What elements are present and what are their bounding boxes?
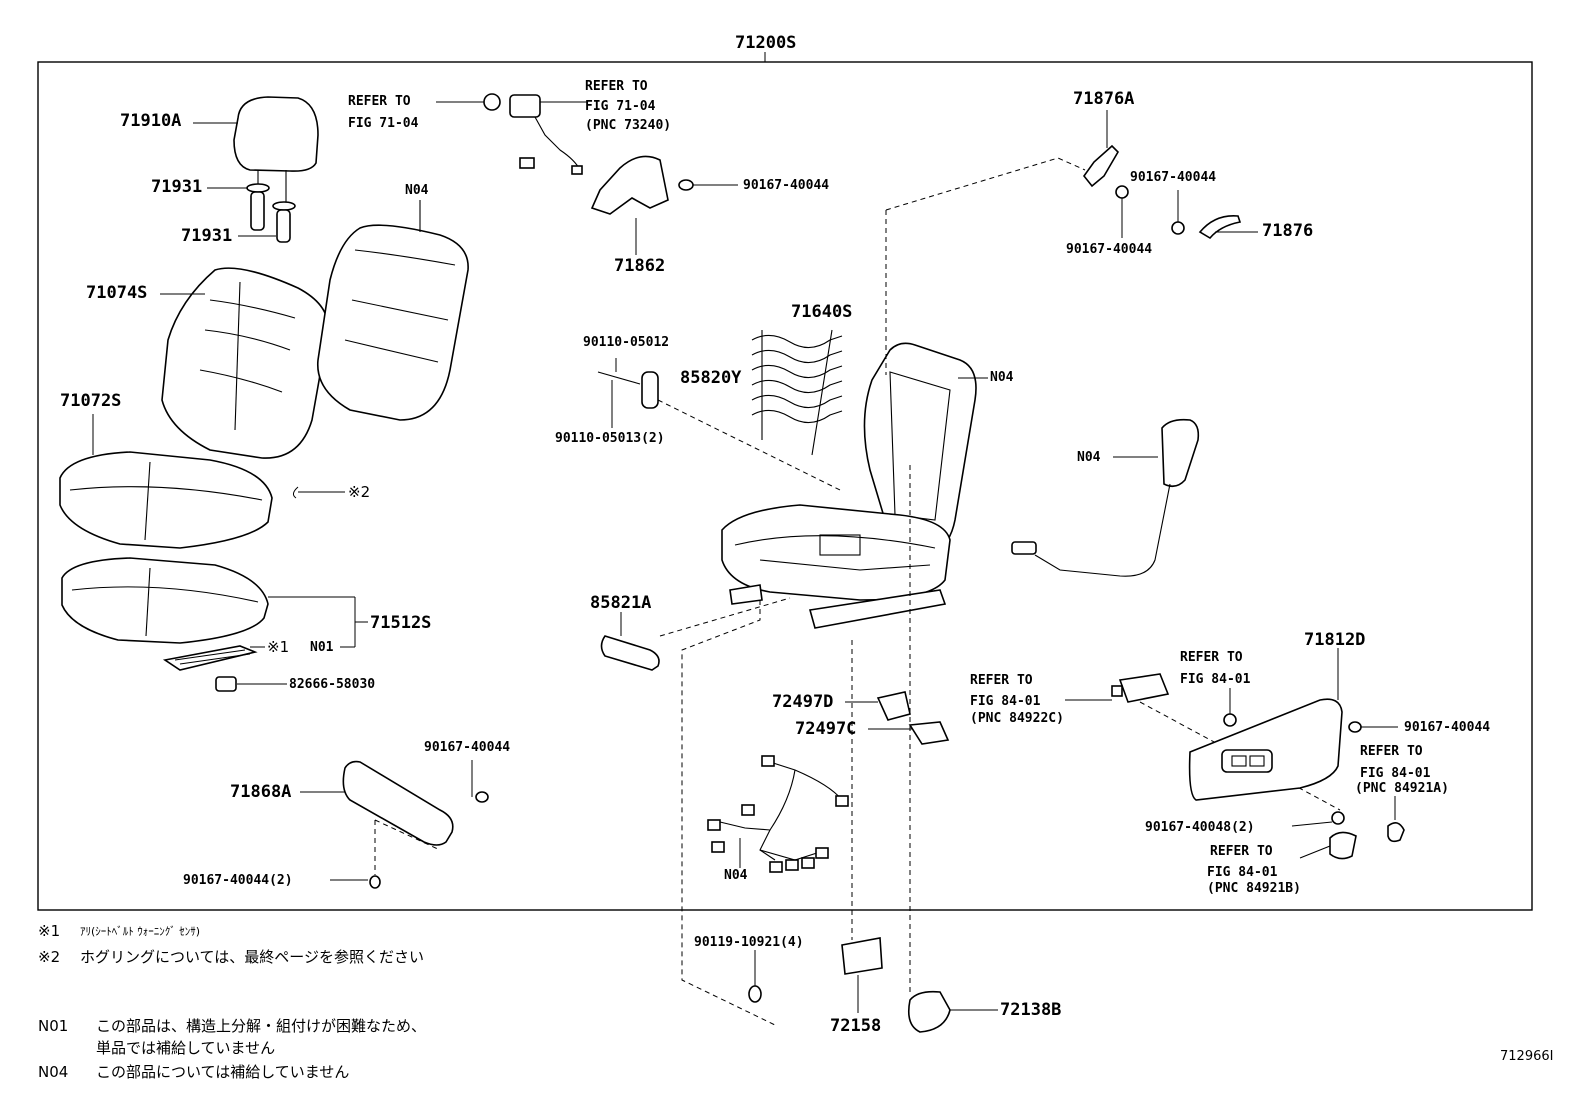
part-label-72497D: 72497D — [772, 692, 834, 712]
pnc-ref-84921A: (PNC 84921A) — [1355, 781, 1449, 796]
refer-to-label-6: REFER TO — [1210, 844, 1273, 859]
part-label-90119-10921: 90119-10921(4) — [694, 935, 804, 950]
switch-bracket-shape — [1111, 673, 1170, 703]
n04-text: この部品については補給していません — [96, 1063, 350, 1081]
part-72138B-shape — [907, 990, 951, 1033]
bracket-71862-shape — [590, 155, 738, 255]
cushion-cover-shape — [59, 451, 273, 549]
pnc-ref-84921B: (PNC 84921B) — [1207, 881, 1301, 896]
part-label-90167-40044-71868: 90167-40044 — [424, 740, 511, 755]
part-label-n04-back: N04 — [405, 183, 429, 198]
assembly-frame — [37, 61, 1533, 911]
part-label-71812D: 71812D — [1304, 630, 1366, 650]
part-label-71868A: 71868A — [230, 782, 292, 802]
sensor-mark: ※1 — [267, 638, 290, 656]
part-label-85821A: 85821A — [590, 593, 652, 613]
bracket-71876A-shape — [1082, 110, 1129, 238]
seatback-cover-shape — [161, 267, 329, 459]
part-label-90167-40044-71862: 90167-40044 — [743, 178, 830, 193]
n01-line2: 単品では補給していません — [96, 1039, 276, 1057]
note1-text: ｱﾘ(ｼｰﾄﾍﾞﾙﾄ ｳｫｰﾆﾝｸﾞ ｾﾝｻ) — [80, 925, 201, 938]
side-airbag-shape — [1011, 418, 1200, 577]
cushion-pad-shape — [61, 557, 269, 644]
part-label-90167-40044-71812: 90167-40044 — [1404, 720, 1491, 735]
note1-mark: ※1 — [38, 922, 61, 940]
wire-harness-shape — [707, 755, 849, 873]
part-label-82666-58030: 82666-58030 — [289, 677, 376, 692]
side-cover-shape — [342, 760, 454, 846]
part-label-90167-40044-b: 90167-40044 — [1066, 242, 1153, 257]
headrest-support-shapes — [246, 183, 296, 243]
part-label-n04-frame: N04 — [990, 370, 1014, 385]
fig-ref-84-01-c: FIG 84-01 — [1360, 766, 1431, 781]
n04-code: N04 — [38, 1063, 69, 1081]
buckle-shape — [436, 93, 588, 175]
part-label-71876A: 71876A — [1073, 89, 1135, 109]
part-label-90167-40044-2: 90167-40044(2) — [183, 873, 293, 888]
fig-ref-84-01-d: FIG 84-01 — [1207, 865, 1278, 880]
sensor-85820Y-shape — [597, 358, 841, 491]
assembly-number: 71200S — [735, 33, 797, 53]
part-label-71931-b: 71931 — [181, 226, 233, 246]
part-label-72138B: 72138B — [1000, 1000, 1062, 1020]
refer-to-label-3: REFER TO — [970, 673, 1033, 688]
spring-mat-shape — [751, 329, 843, 456]
hog-ring-mark: ※2 — [348, 483, 371, 501]
note2-text: ホグリングについては、最終ページを参照ください — [80, 948, 424, 966]
figure-id: 712966I — [1500, 1049, 1554, 1064]
part-label-71862: 71862 — [614, 256, 666, 276]
part-label-71931-a: 71931 — [151, 177, 203, 197]
part-label-90110-05013: 90110-05013(2) — [555, 431, 665, 446]
refer-to-label-2: REFER TO — [585, 79, 648, 94]
n01-line1: この部品は、構造上分解・組付けが困難なため、 — [96, 1017, 427, 1035]
part-label-71876: 71876 — [1262, 221, 1314, 241]
bracket-71876-shape — [1198, 215, 1242, 240]
part-label-n04-airbag: N04 — [1077, 450, 1101, 465]
part-label-71512S: 71512S — [370, 613, 432, 633]
refer-to-label-4: REFER TO — [1180, 650, 1243, 665]
part-label-71072S: 71072S — [60, 391, 122, 411]
side-cover-71812D-shape — [1188, 698, 1343, 801]
refer-to-label-5: REFER TO — [1360, 744, 1423, 759]
part-label-71910A: 71910A — [120, 111, 182, 131]
part-label-90167-40048: 90167-40048(2) — [1145, 820, 1255, 835]
headrest-shape — [233, 96, 319, 204]
actuator-85821A-shape — [600, 635, 660, 671]
part-label-90110-05012: 90110-05012 — [583, 335, 670, 350]
seat-frame-shape — [721, 342, 988, 629]
part-label-71074S: 71074S — [86, 283, 148, 303]
part-label-90167-40044-a: 90167-40044 — [1130, 170, 1217, 185]
note2-mark: ※2 — [38, 948, 61, 966]
fig-ref-71-04-a: FIG 71-04 — [348, 116, 419, 131]
part-label-72497C: 72497C — [795, 719, 857, 739]
part-label-n01: N01 — [310, 640, 334, 655]
refer-to-label-1: REFER TO — [348, 94, 411, 109]
fig-ref-84-01-b: FIG 84-01 — [1180, 672, 1251, 687]
part-label-72158: 72158 — [830, 1016, 882, 1036]
fig-ref-71-04-b: FIG 71-04 — [585, 99, 656, 114]
fig-ref-84-01-a: FIG 84-01 — [970, 694, 1041, 709]
part-label-n04-harness: N04 — [724, 868, 748, 883]
pnc-ref-73240: (PNC 73240) — [585, 118, 672, 133]
bracket-72497D-shape — [876, 691, 911, 721]
part-72158-shape — [841, 937, 883, 975]
n01-code: N01 — [38, 1017, 69, 1035]
part-label-71640S: 71640S — [791, 302, 853, 322]
pnc-ref-84922C: (PNC 84922C) — [970, 711, 1064, 726]
seatback-pad-shape — [317, 200, 469, 421]
bracket-72497C-shape — [908, 721, 950, 745]
sensor-mat-shape — [162, 645, 265, 671]
part-label-85820Y: 85820Y — [680, 368, 742, 388]
